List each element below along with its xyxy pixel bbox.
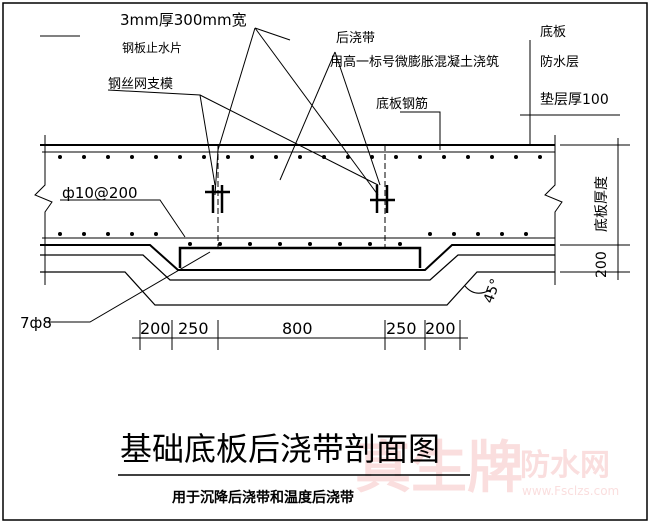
top-rebar-dot-1 [82, 155, 86, 159]
top-rebar-dot-20 [538, 155, 542, 159]
layer-slab-label: 底板 [540, 24, 566, 40]
bottom-rebar-dot-7 [476, 232, 480, 236]
waterproof-profile [40, 271, 555, 306]
pit-rebar-dot-17 [398, 242, 402, 246]
top-rebar-dot-15 [418, 155, 422, 159]
waterstop-size-label: 3mm厚300mm宽 [120, 11, 247, 29]
top-rebar-dot-14 [394, 155, 398, 159]
pit-rebar-dot-11 [218, 242, 222, 246]
rebar-dots [58, 155, 542, 246]
bottom-dimension-line [132, 320, 468, 350]
slab-thickness-label: 底板厚度 [594, 176, 610, 232]
break-line-right [544, 135, 563, 285]
dimension-label-4: 250 [386, 319, 417, 338]
rebar-spacing-label: ф10@200 [62, 184, 138, 202]
cushion-profile [40, 254, 555, 281]
dimension-label-5: 200 [425, 319, 456, 338]
break-line-left [34, 135, 53, 285]
top-rebar-dot-3 [130, 155, 134, 159]
layer-cushion-label: 垫层厚100 [540, 92, 609, 108]
drawing-title: 基础底板后浇带剖面图 [120, 430, 440, 468]
angle-label: 45° [481, 277, 505, 306]
watermark-brand: 真生牌 [355, 436, 523, 501]
watermark-site: 防水网 [520, 448, 610, 483]
slab-bottom-profile [40, 244, 555, 271]
pit-rebar-dot-14 [308, 242, 312, 246]
pit-rebar-dot-10 [188, 242, 192, 246]
watermark: 真生牌 防水网 www.Fsclzs.com [355, 436, 619, 501]
top-rebar-dot-19 [514, 155, 518, 159]
waterstop-plate-right [370, 185, 395, 213]
top-rebar-dot-2 [106, 155, 110, 159]
dimension-label-3: 800 [282, 319, 313, 338]
wire-mesh-label: 钢丝网支模 [108, 77, 173, 92]
top-rebar-dot-0 [58, 155, 62, 159]
bottom-rebar-dot-4 [154, 232, 158, 236]
layer-callout [520, 40, 620, 145]
leader-lines [40, 27, 441, 323]
angle-arc [464, 285, 491, 294]
drawing-subtitle: 用于沉降后浇带和温度后浇带 [172, 489, 354, 506]
pit-rebar [178, 246, 422, 268]
bottom-rebar-dot-8 [500, 232, 504, 236]
top-rebar-dot-18 [490, 155, 494, 159]
top-rebar-dot-7 [226, 155, 230, 159]
bottom-rebar-dot-9 [524, 232, 528, 236]
top-rebar-dot-16 [442, 155, 446, 159]
bottom-rebar-dot-5 [428, 232, 432, 236]
bottom-rebar-dot-2 [106, 232, 110, 236]
top-rebar-dot-6 [202, 155, 206, 159]
dimension-label-1: 200 [140, 319, 171, 338]
waterstop-name-label: 钢板止水片 [122, 41, 182, 55]
dimension-label-2: 250 [178, 319, 209, 338]
pit-rebar-dot-16 [368, 242, 372, 246]
rebar-count-label: 7ф8 [20, 314, 52, 332]
waterstop-plate-left [205, 185, 230, 213]
layer-waterproof-label: 防水层 [540, 54, 579, 70]
top-rebar-dot-4 [154, 155, 158, 159]
post-pour-note-label: 用高一标号微膨胀混凝土浇筑 [330, 54, 499, 70]
slab-rebar-label: 底板钢筋 [376, 96, 428, 112]
top-rebar-dot-17 [466, 155, 470, 159]
top-rebar-dot-10 [298, 155, 302, 159]
bottom-rebar-dot-1 [82, 232, 86, 236]
pit-rebar-dot-15 [338, 242, 342, 246]
top-rebar-dot-9 [274, 155, 278, 159]
bottom-rebar-dot-0 [58, 232, 62, 236]
watermark-url: www.Fsclzs.com [522, 484, 619, 498]
top-rebar-dot-5 [178, 155, 182, 159]
dimension-200-right-label: 200 [594, 251, 610, 278]
bottom-rebar-dot-6 [452, 232, 456, 236]
top-rebar-dot-8 [250, 155, 254, 159]
pit-rebar-dot-12 [248, 242, 252, 246]
thickness-dimension [560, 138, 630, 280]
pit-rebar-dot-13 [278, 242, 282, 246]
bottom-rebar-dot-3 [130, 232, 134, 236]
post-pour-title-label: 后浇带 [336, 31, 375, 46]
